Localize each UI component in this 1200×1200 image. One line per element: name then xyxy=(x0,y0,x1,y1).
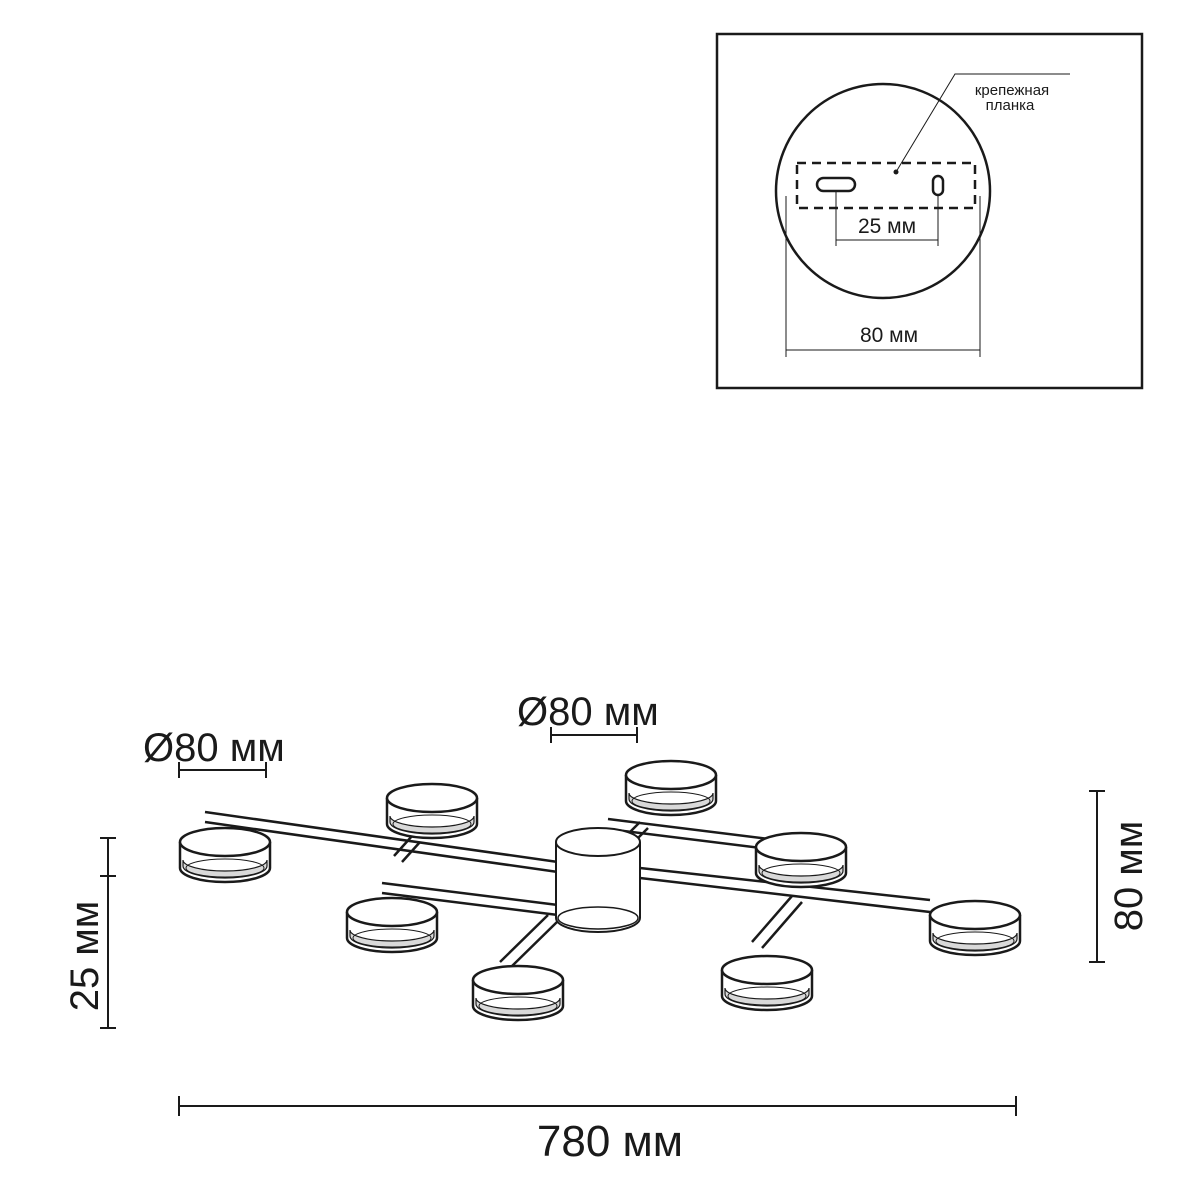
lamp-head-top-left xyxy=(385,782,479,840)
mount-base-circle xyxy=(774,82,992,300)
shade-diameter-top: Ø80 мм xyxy=(517,690,659,743)
mounting-slot-right xyxy=(931,174,945,197)
fixture-drawing: Ø80 мм Ø80 мм 25 мм 80 мм xyxy=(63,690,1151,1166)
height-dimension-left-label: 25 мм xyxy=(63,901,107,1012)
base-dimension-label: 80 мм xyxy=(860,324,918,347)
height-dimension-left: 25 мм xyxy=(63,837,116,1029)
plate-label-line1: крепежная xyxy=(975,82,1049,99)
lamp-heads xyxy=(178,759,1022,1022)
mounting-slot-left xyxy=(815,176,857,193)
lamp-head-bottom-left xyxy=(471,964,565,1022)
total-width-dimension: 780 мм xyxy=(178,1096,1017,1166)
central-body xyxy=(555,827,641,933)
shade-diameter-top-label: Ø80 мм xyxy=(517,690,659,734)
shade-diameter-left-label: Ø80 мм xyxy=(143,726,285,770)
slot-dimension-label: 25 мм xyxy=(858,215,916,238)
lamp-head-top-right xyxy=(624,759,718,817)
lamp-head-left xyxy=(178,826,272,884)
shade-diameter-left: Ø80 мм xyxy=(143,726,285,778)
lamp-head-far-right xyxy=(928,899,1022,957)
height-dimension-right: 80 мм xyxy=(1089,790,1151,963)
total-width-label: 780 мм xyxy=(537,1117,683,1166)
lamp-head-mid-left xyxy=(345,896,439,954)
plate-label-line2: планка xyxy=(986,97,1035,114)
height-dimension-right-label: 80 мм xyxy=(1107,821,1151,932)
inset-frame xyxy=(715,32,1144,390)
lamp-head-bottom-right xyxy=(720,954,814,1012)
lamp-head-right xyxy=(754,831,848,889)
inset-panel: крепежная планка 25 мм 80 мм xyxy=(715,32,1144,390)
mounting-plate-outline xyxy=(795,161,977,210)
plate-leader-line xyxy=(895,73,1070,173)
